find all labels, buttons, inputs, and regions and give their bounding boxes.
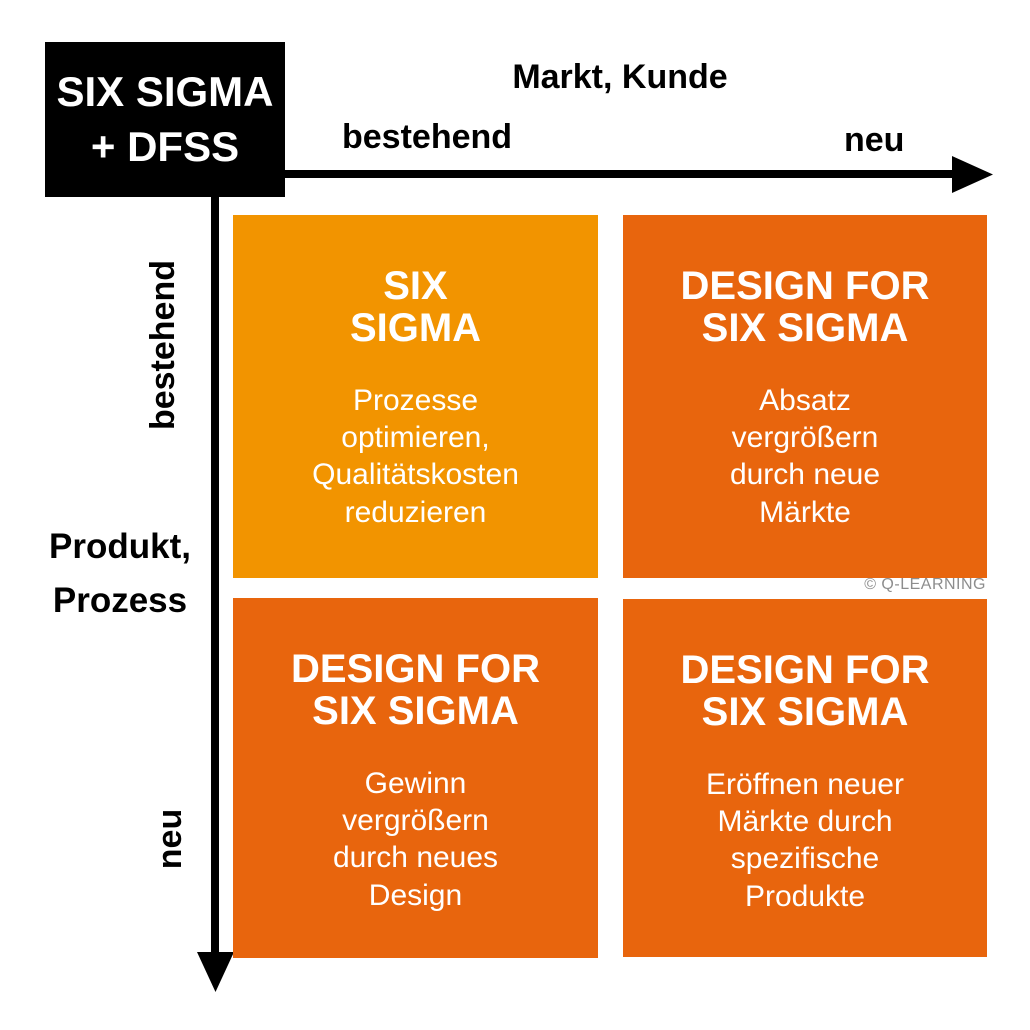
quadrant-title-line: SIX SIGMA (701, 690, 909, 734)
y-axis-title: Produkt, Prozess (10, 520, 230, 629)
legend-line-1: SIX SIGMA (56, 67, 274, 115)
quadrant-dfss-bottom-left: DESIGN FOR SIX SIGMA Gewinn vergrößern d… (233, 598, 598, 958)
x-axis-title: Markt, Kunde (512, 58, 728, 96)
quadrant-body-line: Märkte (759, 495, 851, 529)
quadrant-title-line: DESIGN FOR (680, 648, 930, 692)
y-axis-label-neu: neu (151, 808, 189, 870)
x-axis-line (285, 170, 955, 178)
y-axis-line (211, 196, 219, 956)
x-axis-label-bestehend: bestehend (342, 118, 513, 156)
quadrant-six-sigma: SIX SIGMA Prozesse optimieren, Qualitäts… (233, 215, 598, 578)
quadrant-body-line: vergrößern (342, 804, 489, 838)
y-axis-label-bestehend: bestehend (144, 259, 182, 431)
q-learning-watermark: © Q-LEARNING (864, 576, 986, 593)
y-axis-arrowhead-icon (197, 952, 234, 992)
quadrant-title: DESIGN FOR SIX SIGMA (623, 265, 987, 349)
quadrant-body-line: Absatz (759, 384, 851, 417)
quadrant-body-line: Qualitätskosten (312, 458, 519, 492)
quadrant-title-line: SIX SIGMA (312, 689, 519, 733)
quadrant-body-line: Produkte (744, 879, 866, 913)
y-axis-title-line-2: Prozess (52, 581, 188, 621)
quadrant-title: SIX SIGMA (233, 265, 598, 349)
quadrant-body-line: reduzieren (344, 495, 487, 529)
quadrant-body-line: durch neue (729, 458, 881, 492)
quadrant-body-line: Eröffnen neuer (706, 768, 904, 801)
quadrant-title-line: DESIGN FOR (291, 647, 540, 691)
quadrant-title-line: DESIGN FOR (680, 264, 930, 308)
legend-line-2: + DFSS (90, 122, 240, 170)
quadrant-body: Gewinn vergrößern durch neues Design (233, 765, 598, 914)
quadrant-body: Prozesse optimieren, Qualitätskosten red… (233, 382, 598, 531)
quadrant-body-line: Gewinn (364, 767, 467, 800)
quadrant-title: DESIGN FOR SIX SIGMA (233, 648, 598, 732)
quadrant-body-line: Märkte durch (717, 805, 893, 839)
quadrant-body: Absatz vergrößern durch neue Märkte (623, 382, 987, 531)
x-axis-label-neu: neu (844, 121, 905, 159)
quadrant-body-line: vergrößern (731, 421, 879, 455)
quadrant-body-line: spezifische (730, 842, 880, 876)
y-axis-title-line-1: Produkt, (49, 527, 191, 566)
quadrant-title-line: SIGMA (349, 306, 482, 350)
quadrant-title-line: SIX SIGMA (701, 306, 909, 350)
x-axis-arrowhead-icon (952, 156, 993, 193)
quadrant-dfss-top-right: DESIGN FOR SIX SIGMA Absatz vergrößern d… (623, 215, 987, 578)
quadrant-body-line: durch neues (332, 841, 499, 875)
quadrant-body-line: Prozesse (352, 384, 479, 417)
quadrant-body: Eröffnen neuer Märkte durch spezifische … (623, 766, 987, 915)
quadrant-dfss-bottom-right: DESIGN FOR SIX SIGMA Eröffnen neuer Märk… (623, 599, 987, 957)
quadrant-title: DESIGN FOR SIX SIGMA (623, 649, 987, 733)
quadrant-body-line: optimieren, (341, 421, 490, 455)
quadrant-title-line: SIX (383, 264, 448, 308)
quadrant-body-line: Design (368, 878, 463, 912)
legend-box: SIX SIGMA + DFSS (45, 42, 285, 197)
